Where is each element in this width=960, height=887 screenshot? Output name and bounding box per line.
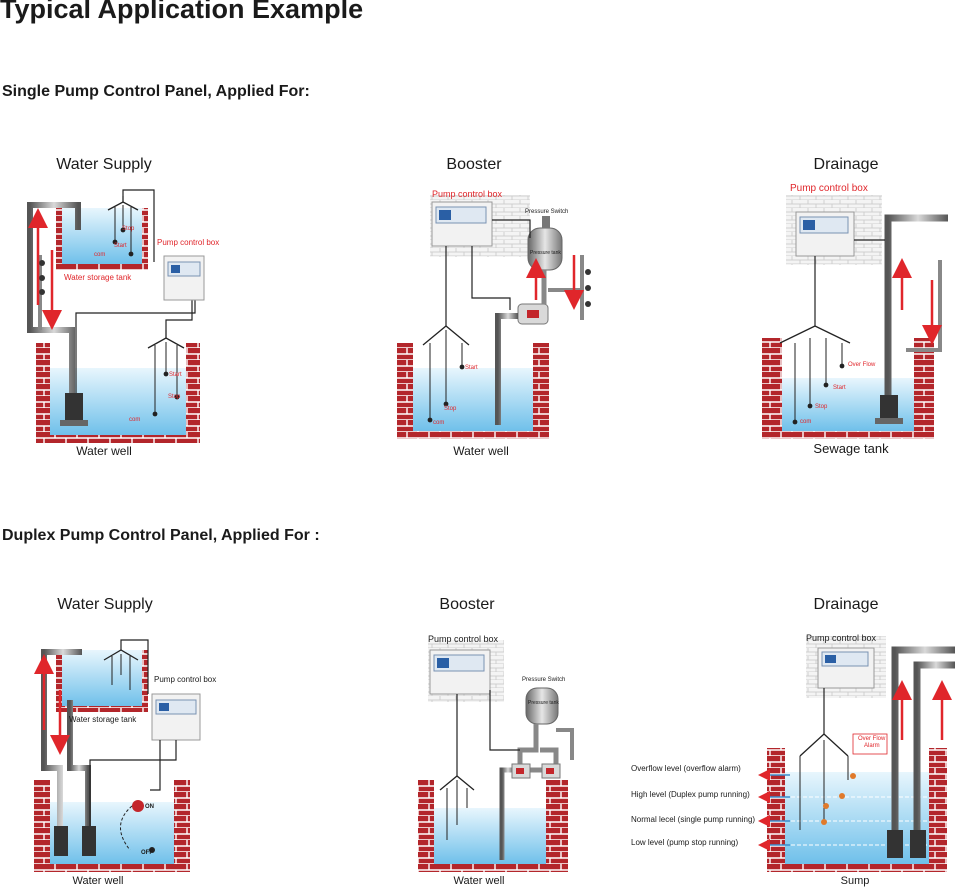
single-drainage-com-label: com <box>800 419 812 425</box>
single-ws-well-stop-label: Stop <box>168 394 181 400</box>
single-booster-start-label: Start <box>465 365 478 371</box>
duplex-ws-on-label: ON <box>145 804 154 810</box>
level-overflow-label: Overflow level (overflow alarm) <box>631 764 741 773</box>
duplex-booster-pressure-tank-label: Pressure tank <box>528 700 559 706</box>
single-ws-well-start-label: Start <box>169 372 182 378</box>
single-ws-tank-stop-label: Stop <box>122 226 135 232</box>
level-low-label: Low level (pump stop running) <box>631 838 739 847</box>
single-booster-diagram <box>397 195 591 439</box>
duplex-ws-control-box-label: Pump control box <box>154 675 217 684</box>
single-drainage-diagram <box>762 195 948 439</box>
duplex-section-heading: Duplex Pump Control Panel, Applied For : <box>2 527 320 544</box>
single-drainage-caption: Sewage tank <box>813 441 889 456</box>
single-drainage-start-label: Start <box>833 385 846 391</box>
single-booster-control-box-label: Pump control box <box>432 189 503 199</box>
duplex-drainage-over-flow-label: Over Flow <box>858 736 886 742</box>
duplex-booster-control-box-label: Pump control box <box>428 634 499 644</box>
single-section-heading: Single Pump Control Panel, Applied For: <box>2 83 310 100</box>
duplex-booster-caption: Water well <box>453 875 505 887</box>
duplex-booster-title: Booster <box>439 596 495 613</box>
single-booster-stop-label: Stop <box>444 406 457 412</box>
single-drainage-control-box-label: Pump control box <box>790 183 868 194</box>
duplex-drainage-alarm-label: Alarm <box>864 743 880 749</box>
single-ws-tank-start-label: Start <box>114 243 127 249</box>
single-water-supply-caption: Water well <box>76 444 132 458</box>
single-booster-title: Booster <box>446 156 502 173</box>
duplex-ws-off-label: OFF <box>141 850 153 856</box>
single-ws-tank-com-label: com <box>94 252 106 258</box>
duplex-drainage-diagram <box>758 636 955 872</box>
duplex-water-supply-title: Water Supply <box>57 596 153 613</box>
single-ws-storage-tank-label: Water storage tank <box>64 273 132 282</box>
single-water-supply-diagram <box>27 189 205 443</box>
level-normal-label: Normal lecel (single pump running) <box>631 815 756 824</box>
duplex-drainage-control-box-label: Pump control box <box>806 633 877 643</box>
single-booster-pressure-switch-label: Pressure Switch <box>525 209 569 215</box>
single-booster-pressure-tank-label: Pressure tank <box>530 250 561 256</box>
duplex-water-supply-caption: Water well <box>72 875 124 887</box>
single-drainage-stop-label: Stop <box>815 404 828 410</box>
single-ws-well-com-label: com <box>129 417 141 423</box>
duplex-booster-pressure-switch-label: Pressure Switch <box>522 677 566 683</box>
single-water-supply-title: Water Supply <box>56 156 152 173</box>
single-booster-com-label: com <box>433 420 445 426</box>
page-title: Typical Application Example <box>0 0 364 24</box>
duplex-booster-diagram <box>418 640 574 872</box>
duplex-water-supply-diagram <box>34 639 201 872</box>
duplex-drainage-title: Drainage <box>813 596 879 613</box>
duplex-drainage-caption: Sump <box>840 875 870 887</box>
level-high-label: High level (Duplex pump running) <box>631 790 750 799</box>
single-drainage-over-flow-label: Over Flow <box>848 362 876 368</box>
single-drainage-title: Drainage <box>813 156 879 173</box>
single-booster-caption: Water well <box>453 444 509 458</box>
single-ws-control-box-label: Pump control box <box>157 238 220 247</box>
duplex-ws-storage-tank-label: Water storage tank <box>69 715 137 724</box>
